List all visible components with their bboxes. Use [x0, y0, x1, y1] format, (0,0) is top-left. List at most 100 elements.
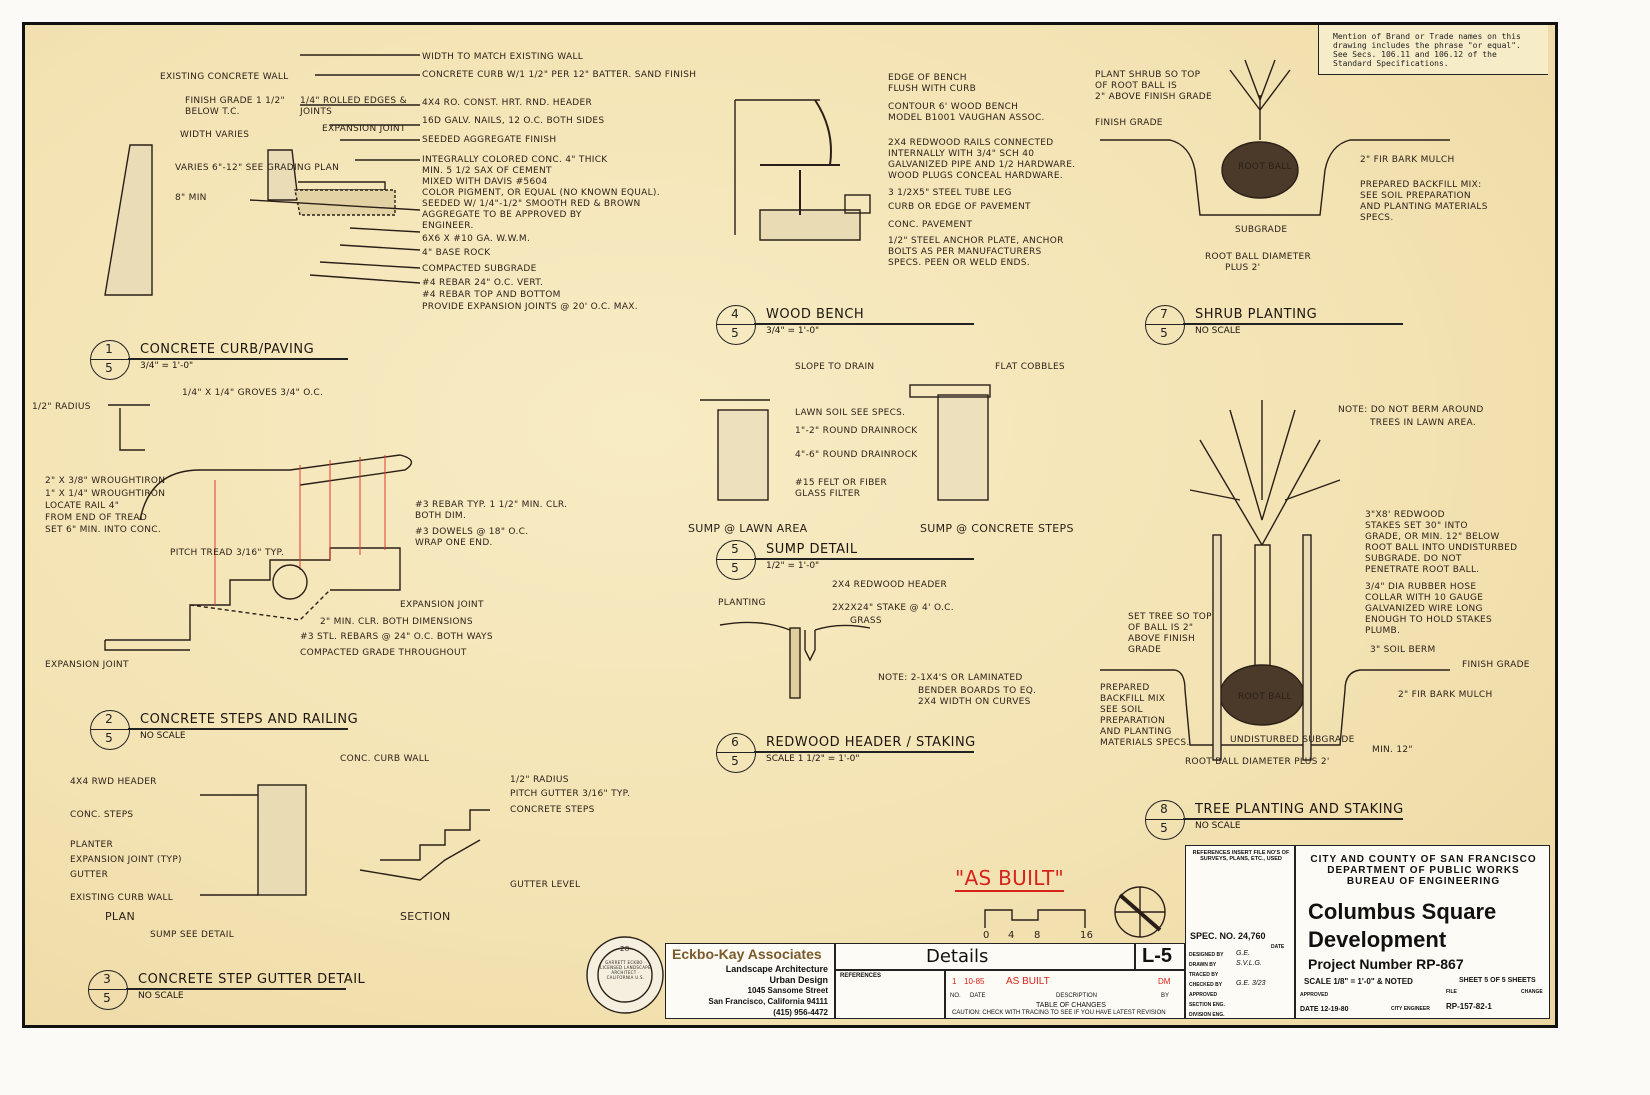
callout-gutter: Existing curb wall	[70, 893, 174, 903]
callout-header: 2x4 redwood header	[832, 580, 948, 590]
col-no: No.	[950, 993, 961, 999]
callout-bench: Curb or edge of pavement	[888, 202, 1031, 212]
refs-note: References insert file no's of surveys, …	[1192, 850, 1290, 862]
callout-gutter: Concrete steps	[510, 805, 595, 815]
callout-curb: Expansion joint	[322, 124, 406, 134]
title-underline	[1183, 818, 1403, 820]
callout-tree: galvanized wire long	[1365, 604, 1483, 614]
callout-sump: Lawn soil see specs.	[795, 408, 906, 418]
spec-number: Spec. No. 24,760	[1190, 931, 1266, 941]
detail-sheet-number: 5	[1160, 326, 1168, 340]
callout-curb: Seeded aggregate finish	[422, 135, 557, 145]
detail-number: 3	[103, 972, 111, 986]
callout-steps: #3 stl. rebars @ 24" O.C. both ways	[300, 632, 493, 642]
callout-bench: bolts as per manufacturers	[888, 247, 1042, 257]
callout-tree: 2" fir bark mulch	[1398, 690, 1493, 700]
detail-title: Concrete Step Gutter Detail	[138, 972, 366, 987]
signoff-label: Checked by	[1189, 982, 1223, 988]
sump-drawing	[700, 384, 991, 501]
title-underline	[754, 558, 974, 560]
callout-tree: grade, or min. 12" below	[1365, 532, 1500, 542]
callout-shrub: Prepared backfill mix:	[1360, 180, 1482, 190]
callout-shrub: Plant shrub so top	[1095, 70, 1201, 80]
callout-gutter: Expansion joint (typ)	[70, 855, 182, 865]
callout-curb: Concrete curb w/1 1/2" per 12" batter. S…	[422, 70, 697, 80]
date-label: Date	[1271, 944, 1285, 950]
callout-sump: Sump @ lawn area	[688, 522, 808, 535]
callout-bench: 3 1/2x5" steel tube leg	[888, 188, 1012, 198]
callout-bench: Edge of bench	[888, 73, 967, 83]
callout-tree: Set tree so top	[1128, 612, 1212, 622]
callout-shrub: Finish grade	[1095, 118, 1163, 128]
callout-curb: Finish grade 1 1/2" below T.C.	[185, 96, 285, 117]
project-title: Columbus Square Development	[1308, 899, 1497, 952]
callout-bench: 2x4 redwood rails connected	[888, 138, 1054, 148]
callout-shrub: see soil preparation	[1360, 191, 1471, 201]
change-no: 1	[952, 977, 957, 986]
callout-curb: #4 rebar 24" O.C. vert.	[422, 278, 544, 288]
callout-shrub: specs.	[1360, 213, 1394, 223]
callout-gutter: Sump see detail	[150, 930, 235, 940]
firm-line: 1045 Sansome Street	[747, 986, 829, 995]
callout-gutter: Plan	[105, 910, 135, 923]
file-label: File	[1446, 989, 1457, 995]
callout-tree: Finish grade	[1462, 660, 1530, 670]
callout-sump: 4"-6" round drainrock	[795, 450, 918, 460]
callout-tree: preparation	[1100, 716, 1165, 726]
project-block: City and County of San FranciscoDepartme…	[1295, 845, 1550, 1019]
callout-tree: Root ball diameter plus 2'	[1185, 757, 1330, 767]
firm-name: Eckbo-Kay Associates	[672, 946, 822, 962]
detail-scale: No Scale	[1195, 326, 1241, 336]
callout-shrub: Root ball	[1238, 162, 1292, 172]
callout-gutter: Pitch gutter 3/16" typ.	[510, 789, 631, 799]
scale-bar	[984, 909, 1086, 928]
callout-bench: model B1001 Vaughan Assoc.	[888, 113, 1045, 123]
bench-drawing	[734, 99, 871, 241]
callout-shrub: of root ball is	[1095, 81, 1177, 91]
gutter-drawing	[200, 784, 490, 896]
callout-steps: #3 rebar typ. 1 1/2" min. clr.	[415, 500, 568, 510]
sheet-id-block: L-5	[1135, 943, 1185, 970]
callout-tree: enough to hold stakes	[1365, 615, 1493, 625]
callout-tree: subgrade. Do not	[1365, 554, 1462, 564]
callout-gutter: Conc. curb wall	[340, 754, 430, 764]
callout-shrub: plus 2'	[1225, 263, 1261, 273]
agency-line: Department of Public Works	[1327, 865, 1520, 876]
detail-number: 2	[105, 712, 113, 726]
callout-curb: 16d galv. nails, 12 O.C. both sides	[422, 116, 605, 126]
callout-steps: 1" x 1/4" wroughtiron	[45, 489, 166, 499]
references-spec-block: References insert file no's of surveys, …	[1185, 845, 1295, 1019]
detail-title: Tree Planting and Staking	[1195, 802, 1404, 817]
detail-number: 4	[731, 307, 739, 321]
callout-steps: 1/2" radius	[32, 402, 91, 412]
curb-section-drawing	[104, 54, 421, 296]
detail-scale: No Scale	[140, 731, 186, 741]
callout-curb: color pigment, or equal (no known equal)…	[422, 188, 660, 198]
detail-number: 1	[105, 342, 113, 356]
col-date: Date	[970, 993, 986, 999]
title-underline	[128, 358, 348, 360]
change-date: 10-85	[964, 977, 985, 986]
table-of-changes: 1 10-85 As Built DM No. Date Description…	[945, 970, 1185, 1019]
callout-tree: 3"x8' redwood	[1365, 510, 1445, 520]
detail-bubble	[1145, 800, 1185, 840]
callout-tree: 3" soil berm	[1370, 645, 1436, 655]
redwood-header-drawing	[719, 621, 871, 699]
callout-steps: 2" x 3/8" wroughtiron	[45, 476, 166, 486]
callout-header: bender boards to eq.	[918, 686, 1037, 696]
callout-steps: locate rail 4"	[45, 501, 120, 511]
title-underline	[754, 751, 974, 753]
callout-bench: Contour 6' wood bench	[888, 102, 1019, 112]
callout-curb: Existing concrete wall	[160, 72, 289, 82]
callout-gutter: Planter	[70, 840, 114, 850]
callout-tree: Prepared	[1100, 683, 1150, 693]
signoff-initials: S.V.L.G.	[1236, 960, 1262, 967]
tree-drawing	[1100, 400, 1450, 761]
references-label: References	[840, 973, 882, 979]
callout-tree: grade	[1128, 645, 1162, 655]
callout-header: 2x2x24" stake @ 4' O.C.	[832, 603, 954, 613]
shrub-drawing	[1100, 59, 1450, 216]
scale-tick: 16	[1080, 930, 1094, 941]
firm-line: Urban Design	[769, 975, 828, 985]
